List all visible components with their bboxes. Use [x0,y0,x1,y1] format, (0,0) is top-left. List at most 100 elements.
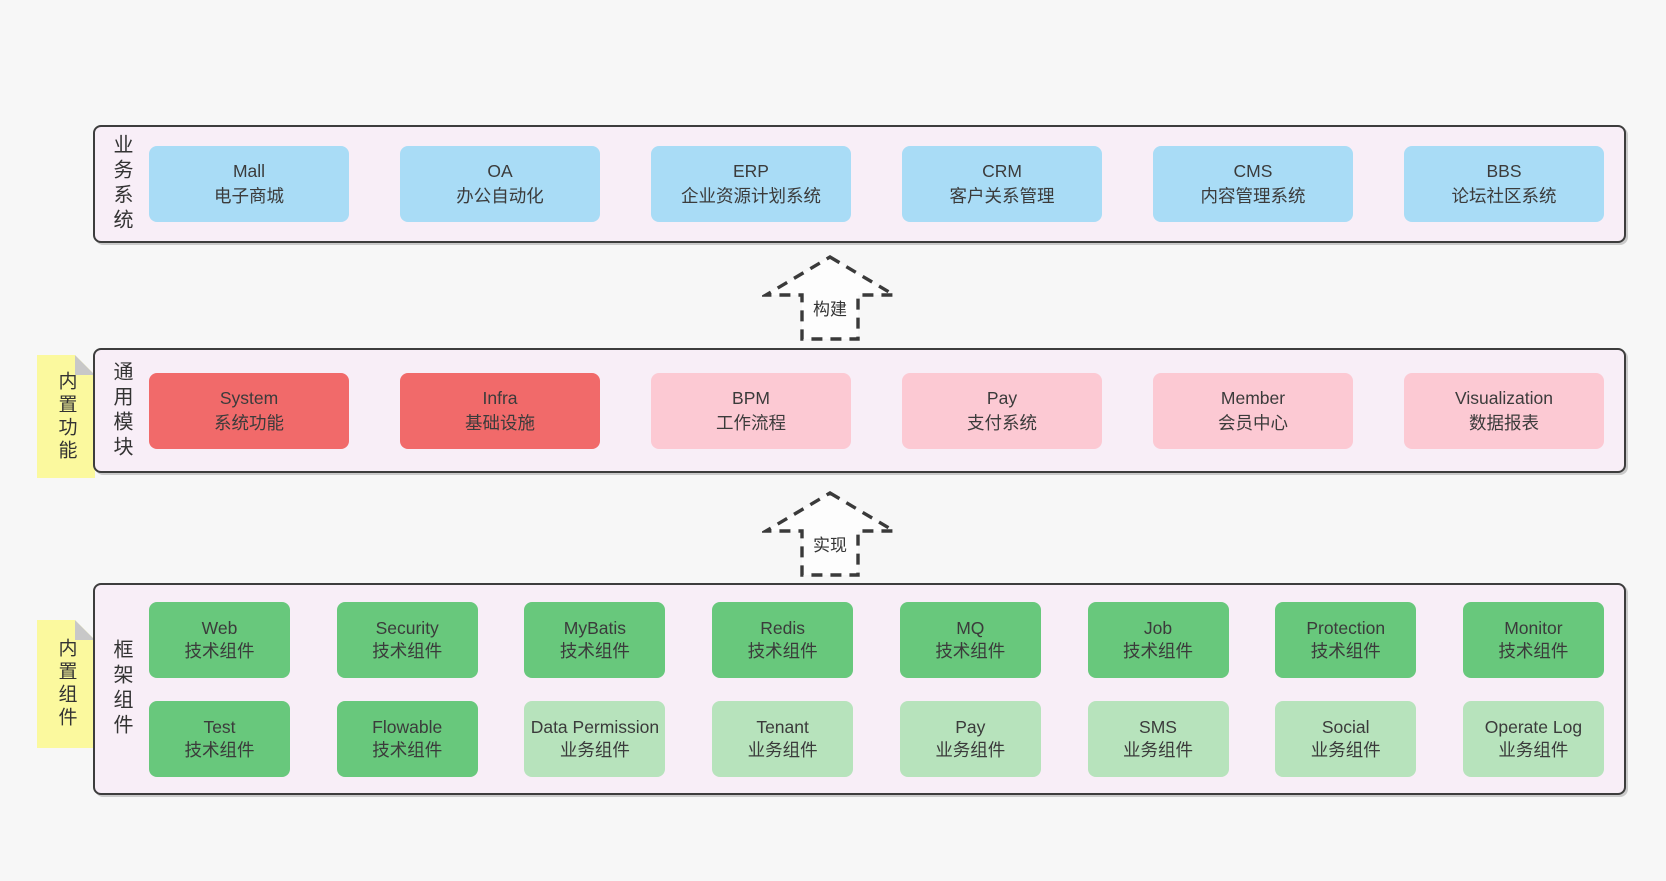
box-title: OA [487,161,513,182]
box-data-permission: Data Permission 业务组件 [524,700,666,777]
folded-corner-icon [75,620,95,640]
box-desc: 客户关系管理 [949,186,1055,206]
business-systems-band: 业务系统 Mall 电子商城 OA 办公自动化 ERP 企业资源计划系统 CRM… [93,125,1626,243]
box-pay-business: Pay 业务组件 [899,700,1041,777]
box-desc: 业务组件 [747,739,818,760]
box-title: Flowable [372,717,443,738]
box-title: Protection [1306,618,1386,639]
biz-components-row: Test 技术组件 Flowable 技术组件 Data Permission … [149,700,1604,777]
framework-components-band: 框架组件 Web 技术组件 Security 技术组件 MyBatis 技术组件… [93,583,1626,795]
box-title: Pay [986,387,1018,408]
box-desc: 业务组件 [1123,739,1194,760]
box-title: SMS [1139,717,1177,738]
box-desc: 技术组件 [1310,640,1381,661]
box-title: CMS [1233,161,1273,182]
box-redis: Redis 技术组件 [712,601,854,678]
box-title: Redis [760,618,805,639]
box-desc: 数据报表 [1469,412,1539,433]
box-operate-log: Operate Log 业务组件 [1462,700,1604,777]
build-arrow-label: 构建 [810,294,850,321]
builtin-features-tab: 内置功能 [37,355,95,478]
box-desc: 技术组件 [559,640,630,661]
box-desc: 论坛社区系统 [1451,186,1557,206]
implement-arrow: 实现 [762,490,898,578]
box-title: Web [201,618,238,639]
business-systems-band-label: 业务系统 [110,134,132,234]
box-system: System 系统功能 [149,372,349,449]
box-cms: CMS 内容管理系统 [1153,146,1353,222]
box-crm: CRM 客户关系管理 [902,146,1102,222]
box-title: Tenant [756,717,809,738]
box-desc: 基础设施 [465,412,535,433]
box-mall: Mall 电子商城 [149,146,349,222]
box-desc: 技术组件 [1498,640,1569,661]
box-desc: 技术组件 [184,640,255,661]
box-title: Monitor [1504,618,1563,639]
box-desc: 技术组件 [372,739,443,760]
box-desc: 工作流程 [716,412,786,433]
box-title: Visualization [1455,387,1553,408]
box-title: Infra [482,387,518,408]
box-title: Security [375,618,439,639]
box-desc: 会员中心 [1218,412,1288,433]
framework-components-band-label: 框架组件 [110,639,132,739]
box-sms: SMS 业务组件 [1087,700,1229,777]
implement-arrow-label: 实现 [810,530,850,557]
box-pay: Pay 支付系统 [902,372,1102,449]
box-desc: 技术组件 [747,640,818,661]
box-mybatis: MyBatis 技术组件 [524,601,666,678]
box-oa: OA 办公自动化 [400,146,600,222]
box-job: Job 技术组件 [1087,601,1229,678]
common-modules-band-label: 通用模块 [110,360,132,461]
box-desc: 业务组件 [1310,739,1381,760]
box-title: Social [1321,717,1370,738]
box-title: Job [1143,618,1173,639]
builtin-features-tab-label: 内置功能 [55,370,77,463]
box-visualization: Visualization 数据报表 [1404,372,1604,449]
box-web: Web 技术组件 [149,601,290,678]
box-desc: 企业资源计划系统 [681,186,821,206]
box-flowable: Flowable 技术组件 [336,700,478,777]
framework-components-boxes: Web 技术组件 Security 技术组件 MyBatis 技术组件 Redi… [149,601,1604,777]
box-desc: 支付系统 [967,412,1037,433]
builtin-components-tab-label: 内置组件 [55,638,77,730]
box-title: Pay [955,717,986,738]
box-infra: Infra 基础设施 [400,372,600,449]
box-title: Data Permission [530,717,660,738]
folded-corner-icon [75,355,95,375]
box-title: CRM [982,161,1022,182]
box-tenant: Tenant 业务组件 [712,700,854,777]
box-bpm: BPM 工作流程 [651,372,851,449]
tech-components-row: Web 技术组件 Security 技术组件 MyBatis 技术组件 Redi… [149,601,1604,678]
box-member: Member 会员中心 [1153,372,1353,449]
box-desc: 系统功能 [214,412,284,433]
box-title: System [219,387,279,408]
box-social: Social 业务组件 [1275,700,1417,777]
common-modules-band: 通用模块 System 系统功能 Infra 基础设施 BPM 工作流程 Pay… [93,348,1626,473]
box-title: Test [203,717,236,738]
box-protection: Protection 技术组件 [1275,601,1417,678]
box-title: Mall [232,161,266,182]
box-title: Operate Log [1484,717,1583,738]
box-security: Security 技术组件 [336,601,478,678]
box-desc: 电子商城 [214,186,284,206]
box-bbs: BBS 论坛社区系统 [1404,146,1604,222]
box-monitor: Monitor 技术组件 [1462,601,1604,678]
box-desc: 业务组件 [559,739,630,760]
box-desc: 技术组件 [372,640,443,661]
box-desc: 业务组件 [1498,739,1569,760]
box-desc: 内容管理系统 [1200,186,1306,206]
box-title: Member [1220,387,1286,408]
box-desc: 办公自动化 [456,186,544,206]
box-title: MQ [956,618,985,639]
box-desc: 业务组件 [935,739,1006,760]
box-test: Test 技术组件 [149,700,290,777]
build-arrow: 构建 [762,254,898,342]
builtin-components-tab: 内置组件 [37,620,95,748]
box-title: BPM [732,387,770,408]
box-title: ERP [733,161,769,182]
box-desc: 技术组件 [184,739,255,760]
box-desc: 技术组件 [935,640,1006,661]
box-erp: ERP 企业资源计划系统 [651,146,851,222]
